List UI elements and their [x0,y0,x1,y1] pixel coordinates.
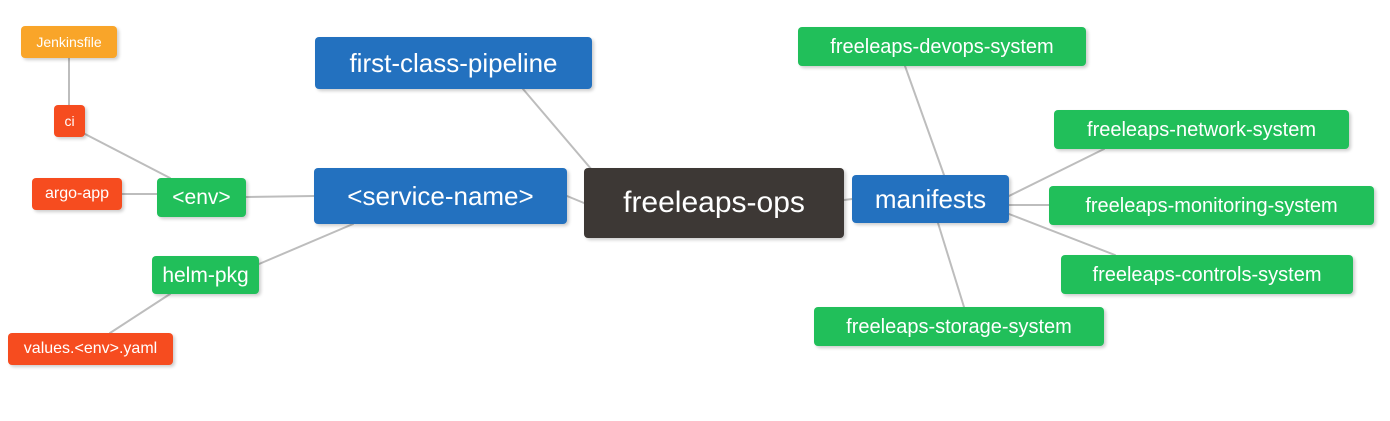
edge-manifests-to-freeleaps-storage-system [937,222,965,308]
node-label-freeleaps-controls-system: freeleaps-controls-system [1092,263,1322,286]
node-env[interactable]: <env> [157,178,246,217]
edge-service-name-to-helm-pkg [258,223,354,265]
node-label-ci: ci [64,113,75,129]
edge-freeleaps-ops-to-manifests [843,198,853,201]
node-label-freeleaps-devops-system: freeleaps-devops-system [830,35,1054,58]
node-argo-app[interactable]: argo-app [32,178,122,210]
node-helm-pkg[interactable]: helm-pkg [152,256,259,294]
node-freeleaps-ops[interactable]: freeleaps-ops [584,168,844,238]
edge-manifests-to-freeleaps-devops-system [904,65,945,176]
node-label-first-class-pipeline: first-class-pipeline [349,48,558,78]
node-label-argo-app: argo-app [44,185,110,202]
node-label-freeleaps-storage-system: freeleaps-storage-system [846,315,1072,338]
node-freeleaps-monitoring-system[interactable]: freeleaps-monitoring-system [1049,186,1374,225]
node-label-service-name: <service-name> [347,181,534,211]
edge-helm-pkg-to-values-env-yaml [109,293,171,334]
node-freeleaps-storage-system[interactable]: freeleaps-storage-system [814,307,1104,346]
node-freeleaps-devops-system[interactable]: freeleaps-devops-system [798,27,1086,66]
node-label-jenkinsfile: Jenkinsfile [36,34,102,50]
node-label-values-env-yaml: values.<env>.yaml [23,340,158,357]
node-label-freeleaps-ops: freeleaps-ops [623,186,805,219]
edge-service-name-to-env [245,195,315,198]
node-label-helm-pkg: helm-pkg [162,263,249,287]
edge-freeleaps-ops-to-first-class-pipeline [522,88,593,171]
edge-freeleaps-ops-to-service-name [566,195,585,204]
node-freeleaps-controls-system[interactable]: freeleaps-controls-system [1061,255,1353,294]
node-service-name[interactable]: <service-name> [314,168,567,224]
node-label-env: <env> [172,186,231,209]
node-first-class-pipeline[interactable]: first-class-pipeline [315,37,592,89]
node-jenkinsfile[interactable]: Jenkinsfile [21,26,117,58]
node-label-manifests: manifests [874,184,987,214]
node-ci[interactable]: ci [54,105,85,137]
node-freeleaps-network-system[interactable]: freeleaps-network-system [1054,110,1349,149]
node-label-freeleaps-network-system: freeleaps-network-system [1087,118,1316,141]
edge-env-to-ci [84,133,171,179]
node-values-env-yaml[interactable]: values.<env>.yaml [8,333,173,365]
node-label-freeleaps-monitoring-system: freeleaps-monitoring-system [1085,194,1338,217]
node-manifests[interactable]: manifests [852,175,1009,223]
